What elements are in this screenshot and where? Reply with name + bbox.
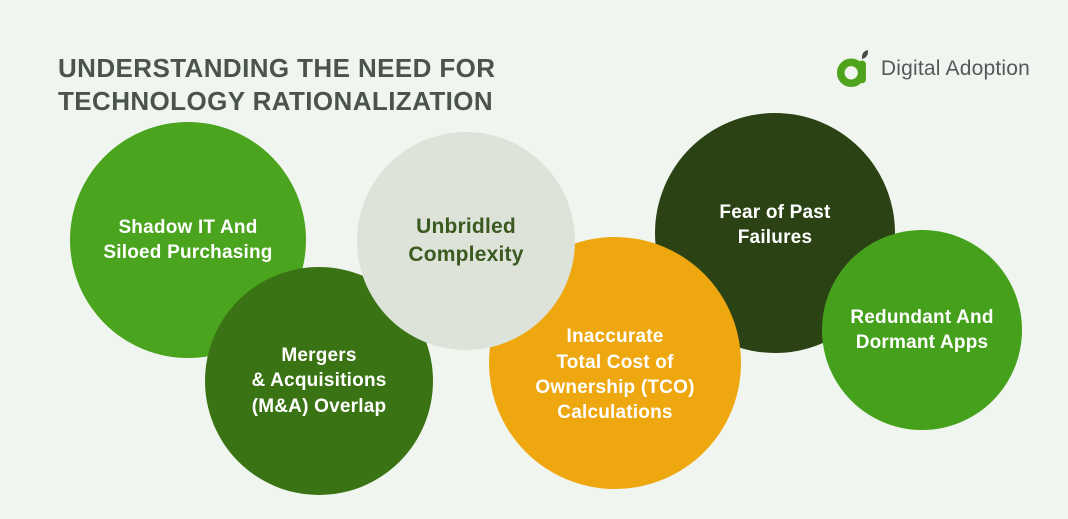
bubble-unbridled-complexity: Unbridled Complexity: [357, 132, 575, 350]
bubble-label: Inaccurate Total Cost of Ownership (TCO)…: [535, 326, 695, 424]
bubble-label: Fear of Past Failures: [719, 201, 831, 248]
bubble-label: Unbridled Complexity: [408, 214, 524, 266]
page-title: UNDERSTANDING THE NEED FOR TECHNOLOGY RA…: [58, 53, 496, 117]
bubble-label: Mergers & Acquisitions (M&A) Overlap: [251, 344, 387, 417]
bubble-label: Shadow IT And Siloed Purchasing: [103, 216, 273, 263]
brand-name: Digital Adoption: [880, 57, 1030, 80]
bubble-label: Redundant And Dormant Apps: [850, 306, 994, 353]
logo-stem: [858, 60, 866, 84]
bubble-redundant-dormant-apps: Redundant And Dormant Apps: [822, 230, 1022, 430]
brand-logo: Digital Adoption: [836, 50, 1030, 88]
logo-leaf: [861, 50, 868, 60]
digital-adoption-d-leaf-icon: [836, 50, 874, 88]
